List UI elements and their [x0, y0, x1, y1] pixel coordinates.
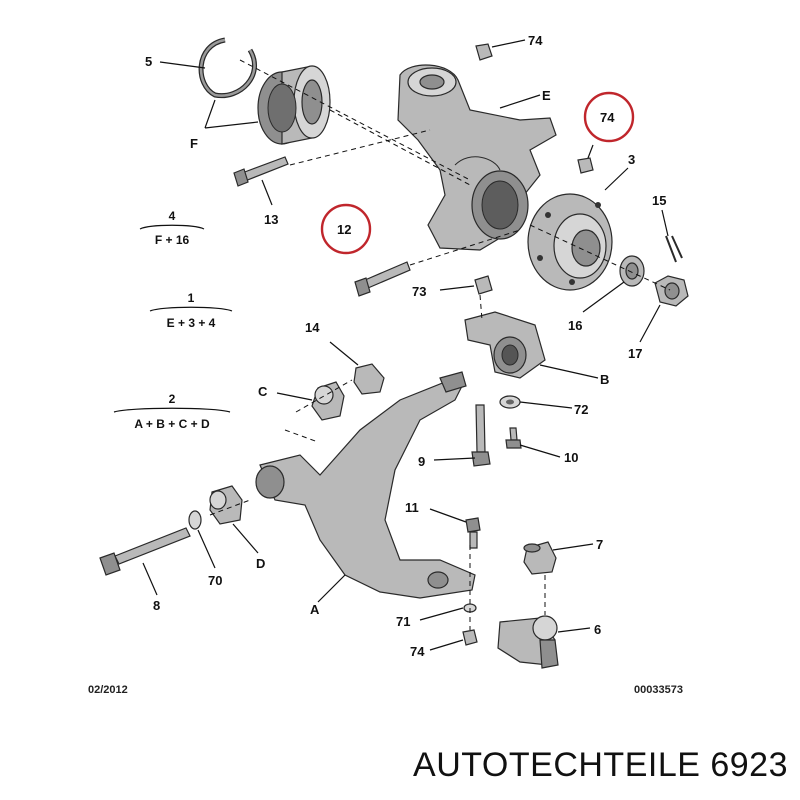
label-14: 14 — [305, 320, 320, 335]
label-74-circled: 74 — [600, 110, 615, 125]
bolt-8-icon — [99, 527, 191, 576]
formula-2-expr: A + B + C + D — [134, 417, 210, 431]
highlight-ring-12 — [320, 203, 372, 255]
assembly-lines — [209, 59, 671, 630]
label-5: 5 — [145, 54, 152, 69]
bearing-16-icon — [619, 255, 645, 287]
control-arm-icon — [255, 371, 476, 599]
label-F: F — [190, 136, 198, 151]
label-C: C — [258, 384, 268, 399]
bolt-12-icon — [354, 261, 411, 297]
brand-watermark: AUTOTECHTEILE 6923 — [413, 746, 788, 784]
washer-70-icon — [188, 510, 202, 530]
bolt-11-icon — [465, 517, 481, 549]
label-72: 72 — [574, 402, 588, 417]
label-11: 11 — [405, 500, 419, 515]
label-13: 13 — [264, 212, 278, 227]
formula-4-num: 4 — [169, 209, 176, 223]
formula-2-num: 2 — [169, 392, 176, 406]
highlight-ring-74 — [583, 91, 635, 143]
label-3: 3 — [628, 152, 635, 167]
label-17: 17 — [628, 346, 642, 361]
clamp-7-icon — [523, 541, 557, 575]
label-D: D — [256, 556, 265, 571]
label-7: 7 — [596, 537, 603, 552]
steering-knuckle-icon — [397, 64, 557, 251]
nut-73-icon — [474, 275, 493, 295]
footer-ref: 00033573 — [634, 684, 683, 696]
castle-nut-icon — [654, 275, 689, 307]
formula-1: 1 E + 3 + 4 — [149, 291, 233, 330]
leader-lines — [142, 39, 669, 651]
bushing-14-icon — [353, 363, 385, 395]
label-10: 10 — [564, 450, 578, 465]
label-71: 71 — [396, 614, 410, 629]
label-74-top: 74 — [528, 33, 543, 48]
nut-74-bottom-icon — [462, 629, 478, 646]
label-73: 73 — [412, 284, 426, 299]
washer-72-icon — [499, 395, 521, 409]
formula-4: 4 F + 16 — [139, 209, 205, 247]
label-74-bottom: 74 — [410, 644, 425, 659]
ball-joint-icon — [497, 615, 559, 669]
formula-4-expr: F + 16 — [155, 233, 190, 247]
bolt-13-icon — [233, 156, 289, 187]
cotter-pin-icon — [665, 235, 683, 263]
formula-1-expr: E + 3 + 4 — [167, 316, 216, 330]
label-B: B — [600, 372, 609, 387]
retaining-ring-icon — [198, 37, 258, 99]
label-70: 70 — [208, 573, 222, 588]
label-16: 16 — [568, 318, 582, 333]
label-8: 8 — [153, 598, 160, 613]
formula-2: 2 A + B + C + D — [113, 392, 231, 431]
bushing-b-icon — [464, 311, 546, 379]
label-15: 15 — [652, 193, 666, 208]
part-labels: 5 F 74 E 74 3 13 12 15 73 16 17 14 B C 7… — [145, 33, 666, 659]
formula-1-num: 1 — [188, 291, 195, 305]
hub-flange-icon — [527, 193, 613, 291]
bushing-c-icon — [311, 381, 345, 421]
label-9: 9 — [418, 454, 425, 469]
label-6: 6 — [594, 622, 601, 637]
nut-74-top-icon — [475, 43, 493, 61]
nut-74-circled-icon — [577, 157, 594, 174]
label-12: 12 — [337, 222, 351, 237]
bolt-9-icon — [471, 404, 491, 467]
bushing-d-icon — [209, 485, 243, 525]
label-E: E — [542, 88, 551, 103]
label-A: A — [310, 602, 320, 617]
footer-date: 02/2012 — [88, 684, 128, 696]
bolt-10-icon — [505, 427, 522, 449]
wheel-bearing-icon — [257, 65, 331, 145]
